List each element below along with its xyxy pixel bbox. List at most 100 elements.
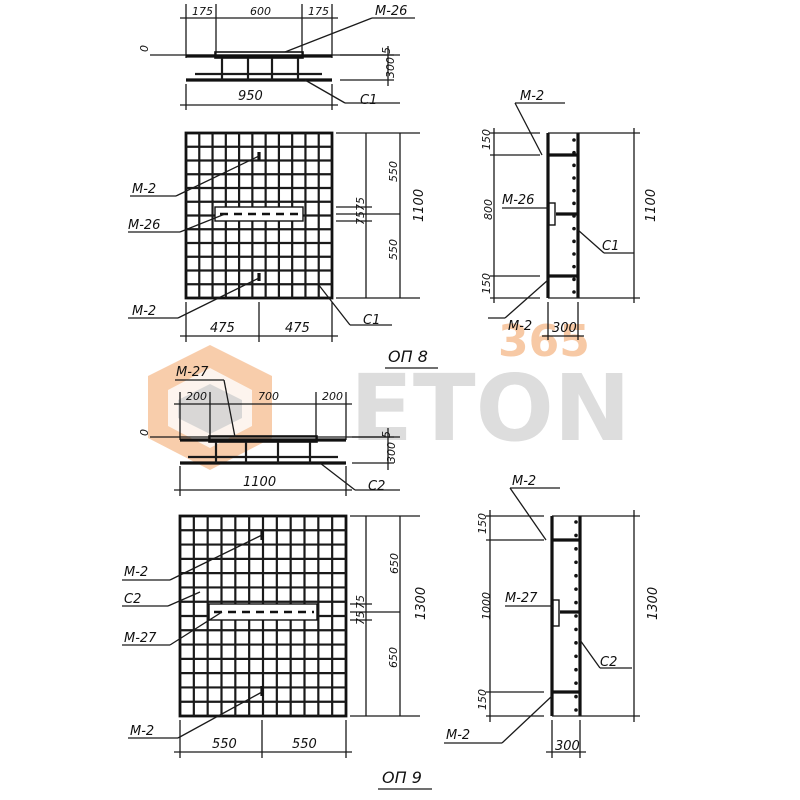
op9-title-text: ОП 9	[382, 768, 422, 787]
bar-section-dot	[574, 654, 578, 659]
op9-front-label-m27: М-27	[124, 631, 157, 646]
bar-section-dot	[574, 560, 578, 565]
op8-plan-dim-mid: 600	[250, 5, 271, 18]
op8-front-label-m2-top: М-2	[132, 182, 156, 197]
op8-front-right: 475	[285, 321, 310, 336]
op9-front-label-c2: С2	[124, 592, 141, 607]
bar-section-dot	[572, 226, 576, 231]
op9-front-label-m2-top: М-2	[124, 565, 148, 580]
op8-m26-plate	[214, 206, 304, 222]
op8-plan-width: 950	[238, 89, 263, 104]
op8-front-left: 475	[210, 321, 235, 336]
op9-title: ОП 9	[378, 768, 432, 790]
op8-plan-dim-zero: 0	[138, 45, 151, 52]
op9-plan-m27-plate	[208, 435, 318, 443]
op8-front-view: 550 550 75 75 1100 475 475 М-2 М-26 М-2 …	[128, 131, 427, 342]
op8-plan-view: 175 600 175 0 5 300 950 М-26 С1	[138, 4, 415, 110]
op9-side-dim-150-top: 150	[476, 513, 489, 534]
bar-section-dot	[572, 290, 576, 294]
bar-section-dot	[574, 614, 578, 618]
op8-front-small1: 75	[354, 197, 367, 211]
bar-section-dot	[572, 277, 576, 282]
bar-section-dot	[572, 252, 576, 256]
op9-side-view: 150 1000 150 1300 300 М-2 М-27 С2 М-2	[444, 474, 661, 758]
bar-section-dot	[572, 138, 576, 142]
op8-side-height: 1100	[644, 189, 659, 222]
op9-plan-dim-zero: 0	[138, 429, 151, 436]
op9-side-m27-plate	[552, 599, 560, 627]
op8-side-depth: 300	[552, 321, 577, 336]
op9-plan-dim-mid: 700	[258, 390, 279, 403]
op8-title: ОП 8	[385, 347, 438, 369]
op8-side-m26-plate	[548, 202, 556, 226]
op9-side-depth: 300	[555, 739, 580, 754]
bar-section-dot	[574, 627, 578, 632]
op9-plan-dim-height: 300	[385, 442, 398, 463]
bar-section-dot	[574, 667, 578, 672]
op9-front-small1: 75	[354, 595, 367, 609]
op9-side-height: 1300	[646, 587, 661, 620]
op9-front-right: 550	[292, 737, 317, 752]
bar-section-dot	[572, 150, 576, 155]
bar-section-dot	[574, 573, 578, 578]
op9-front-label-m2-bottom: М-2	[130, 724, 154, 739]
bar-section-dot	[574, 694, 578, 699]
op8-plan-dim-right: 175	[308, 5, 329, 18]
op8-side-label-m26: М-26	[502, 193, 534, 208]
op9-front-height: 1300	[414, 587, 429, 620]
op9-front-view: 650 650 75 75 1300 550 550 М-2 С2 М-27 М…	[122, 514, 429, 758]
op8-side-dim-150-bottom: 150	[480, 273, 493, 294]
watermark: 365 ETON	[148, 316, 631, 470]
op9-side-label-m2-top: М-2	[512, 474, 536, 489]
op9-side-dim-150-bottom: 150	[476, 689, 489, 710]
op9-front-small2: 75	[354, 611, 367, 625]
op8-side-view: 150 800 150 1100 300 М-2 М-26 С1 М-2	[480, 89, 659, 340]
op9-plan-label-c2: С2	[368, 479, 385, 494]
op9-plan-dim-right: 200	[322, 390, 343, 403]
op8-side-dim-150-top: 150	[480, 129, 493, 150]
op9-side-bar-dots	[574, 520, 578, 712]
bar-section-dot	[572, 201, 576, 206]
op8-plan-dim-small: 5	[380, 47, 393, 54]
op8-plan-label-m26: М-26	[375, 4, 407, 19]
bar-section-dot	[572, 176, 576, 180]
op9-plan-view: 200 700 200 0 5 300 1100 М-27 С2	[138, 365, 400, 496]
op8-front-label-c1: С1	[363, 313, 380, 328]
op8-title-text: ОП 8	[388, 347, 428, 366]
op8-plan-dim-left: 175	[192, 5, 213, 18]
watermark-number: 365	[498, 316, 590, 367]
op8-front-label-m2-bottom: М-2	[132, 304, 156, 319]
op8-front-label-m26: М-26	[128, 218, 160, 233]
op8-side-dim-800: 800	[482, 199, 495, 220]
op9-side-label-c2: С2	[600, 655, 617, 670]
op9-plan-dim-small: 5	[380, 431, 393, 438]
bar-section-dot	[574, 600, 578, 605]
bar-section-dot	[574, 520, 578, 524]
bar-section-dot	[572, 214, 576, 218]
op9-side-dim-1000: 1000	[480, 592, 493, 620]
bar-section-dot	[574, 587, 578, 591]
bar-section-dot	[574, 681, 578, 685]
bar-section-dot	[574, 533, 578, 538]
op8-side-label-c1: С1	[602, 239, 619, 254]
op9-front-left: 550	[212, 737, 237, 752]
op8-side-label-m2-bottom: М-2	[508, 319, 532, 334]
op9-plan-label-m27: М-27	[176, 365, 209, 380]
op9-front-upper: 650	[388, 553, 401, 574]
op9-plan-width: 1100	[243, 475, 276, 490]
bar-section-dot	[574, 641, 578, 645]
bar-section-dot	[572, 163, 576, 168]
op9-plan-dim-left: 200	[186, 390, 207, 403]
bar-section-dot	[574, 708, 578, 712]
op8-front-upper: 550	[387, 161, 400, 182]
op8-front-height: 1100	[412, 189, 427, 222]
op8-front-lower: 550	[387, 239, 400, 260]
op9-front-lower: 650	[387, 647, 400, 668]
op8-plan-dim-height: 300	[384, 57, 397, 78]
bar-section-dot	[572, 264, 576, 269]
op9-side-label-m27: М-27	[505, 591, 538, 606]
op8-side-label-m2-top: М-2	[520, 89, 544, 104]
op8-front-small2: 75	[354, 211, 367, 225]
op8-plan-m26-plate	[214, 51, 304, 59]
